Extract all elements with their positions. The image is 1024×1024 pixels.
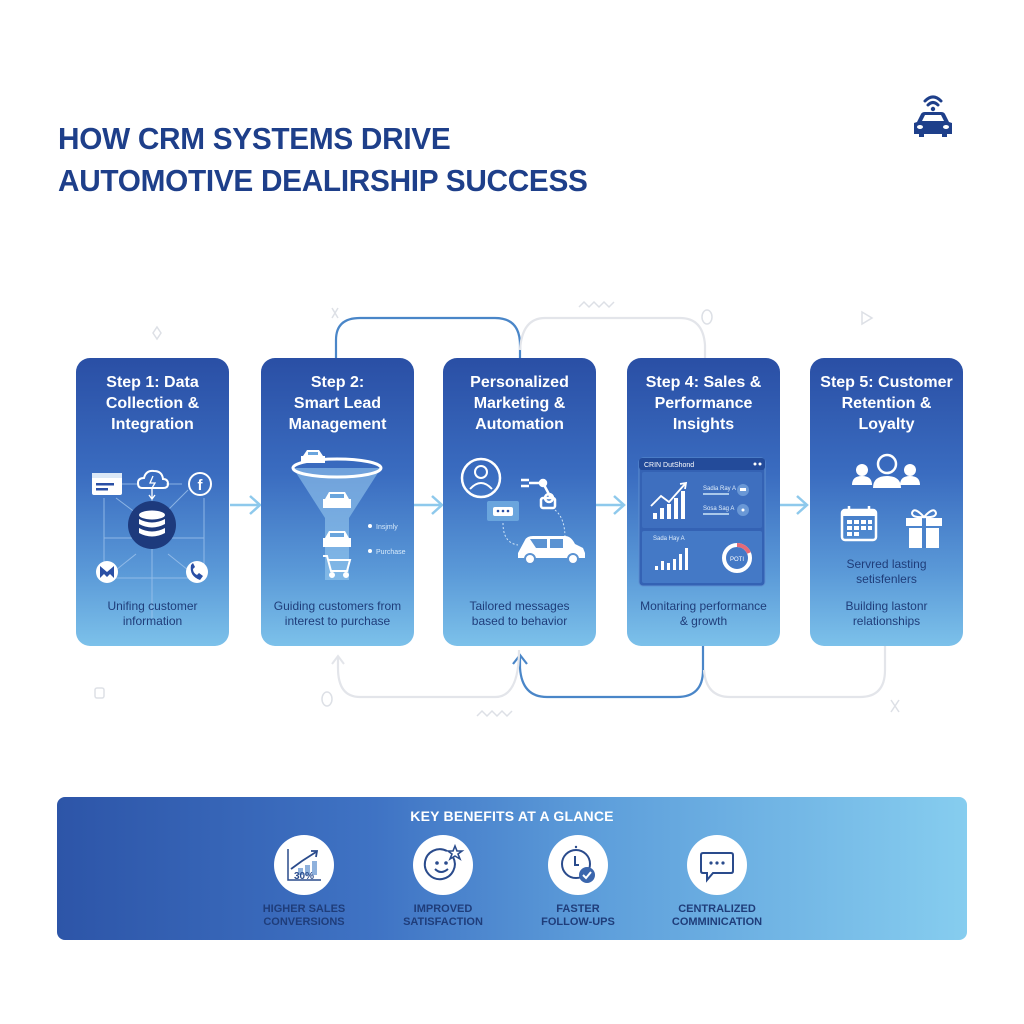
marketing-automation-illustration [460, 457, 585, 565]
arrowhead-step3 [512, 653, 528, 665]
connector-top-step3-step4 [518, 316, 707, 358]
car-icon [518, 536, 585, 565]
decor-diamond [152, 325, 162, 341]
page-title: HOW CRM SYSTEMS DRIVE AUTOMOTIVE DEALIRS… [58, 118, 588, 202]
benefit-item: CENTRALIZED COMMINICATION [657, 835, 777, 929]
connector-top-step2-step3 [334, 316, 522, 358]
decor-play [861, 310, 874, 326]
cloud-icon [136, 469, 170, 489]
shopping-cart-icon [323, 555, 352, 578]
calendar-icon [840, 506, 878, 542]
connector-bottom-step3-step2 [336, 649, 521, 699]
benefit-item: FASTER FOLLOW-UPS [518, 835, 638, 929]
funnel-label-purchase: Purchase [376, 549, 406, 556]
benefit-badge: 30% [294, 871, 314, 882]
svg-text:f: f [198, 477, 204, 494]
step-card-1: Step 1: Data Collection & Integration f [76, 358, 229, 646]
customers-group-icon [852, 453, 920, 488]
lead-funnel-illustration: Insjmly Purchase [291, 450, 406, 580]
step-title: Step 1: Data Collection & Integration [105, 374, 200, 433]
clock-check-icon [561, 845, 595, 883]
car-icon [323, 492, 351, 508]
funnel-label-inquiry: Insjmly [376, 524, 398, 531]
dashboard-title: CRIN DutShond [644, 462, 694, 469]
decor-ring-bottom [321, 691, 333, 707]
user-avatar-icon [460, 457, 502, 499]
dashboard-row2-label: Sosa Sag A [703, 506, 734, 512]
mail-icon [96, 561, 118, 583]
title-line-1: HOW CRM SYSTEMS DRIVE [58, 121, 451, 156]
key-benefits-panel: KEY BENEFITS AT A GLANCE 30% HIGHER SALE… [57, 797, 967, 940]
benefit-label: FASTER FOLLOW-UPS [541, 903, 615, 928]
dashboard-illustration: CRIN DutShond Sadia Ray A Sosa Sag A Sad… [638, 457, 766, 587]
decor-wave-top [578, 300, 615, 309]
bar-chart-icon [655, 548, 688, 570]
step-card-5: Step 5: Customer Retention & Loyalty [810, 358, 963, 646]
arrow-right-icon [777, 495, 809, 515]
step-description: Servred lasting setisfenlers [846, 557, 927, 586]
smiley-star-icon [423, 843, 465, 881]
benefit-item: 30% HIGHER SALES CONVERSIONS [244, 835, 364, 929]
funnel-icon [291, 457, 383, 580]
arrow-right-icon [594, 495, 626, 515]
facebook-icon: f [188, 472, 212, 496]
decor-cross [331, 307, 339, 319]
connector-bottom-step5-step4 [702, 646, 887, 699]
growth-chart-icon: 30% [287, 849, 321, 882]
database-icon [128, 501, 176, 549]
step-description-secondary: Building lastonr relationships [845, 599, 928, 628]
car-icon [301, 450, 325, 463]
benefit-label: HIGHER SALES CONVERSIONS [262, 903, 346, 928]
benefit-label: CENTRALIZED COMMINICATION [671, 903, 763, 928]
retention-illustration [840, 453, 942, 548]
arrow-right-icon [412, 495, 444, 515]
step-card-3: Personalized Marketing & Automation [443, 358, 596, 646]
benefit-label: IMPROVED SATISFACTION [403, 903, 483, 928]
dashboard-panel-label: Sada Hay A [653, 536, 685, 542]
step-title: Personalized Marketing & Automation [470, 374, 569, 433]
phone-icon [186, 561, 208, 583]
step-title: Step 4: Sales & Performance Insights [645, 374, 762, 433]
donut-chart-icon: POTI [722, 543, 752, 573]
car-icon [323, 531, 351, 547]
step-title: Step 2: Smart Lead Management [288, 374, 387, 433]
title-line-2: AUTOMOTIVE DEALIRSHIP SUCCESS [58, 163, 588, 198]
connector-bottom-step4-step3 [518, 646, 705, 699]
chat-bubble-icon [487, 501, 519, 521]
browser-window-icon [92, 473, 122, 495]
step-description: Tailored messages based to behavior [469, 599, 570, 628]
step-card-4: Step 4: Sales & Performance Insights CRI… [627, 358, 780, 646]
benefit-item: IMPROVED SATISFACTION [383, 835, 503, 929]
step-card-2: Step 2: Smart Lead Management Insjmly Pu… [261, 358, 414, 646]
data-integration-illustration: f [92, 469, 212, 618]
decor-wave-bottom [476, 709, 513, 718]
arrowhead-step2 [331, 654, 345, 665]
step-title: Step 5: Customer Retention & Loyalty [820, 374, 953, 433]
step-description: Monitaring performance & growth [640, 599, 767, 628]
dashboard-row1-label: Sadia Ray A [703, 486, 736, 492]
step-description: Unifing customer information [107, 599, 198, 628]
decor-ring-top [701, 309, 713, 325]
step-description: Guiding customers from interest to purch… [273, 599, 402, 628]
donut-label: POTI [730, 557, 744, 563]
gift-icon [906, 509, 942, 548]
decor-cross-bottom [890, 699, 900, 713]
chat-bubble-icon [700, 852, 734, 883]
connected-car-icon [914, 95, 952, 137]
trend-chart-icon [650, 481, 688, 519]
decor-square [94, 687, 105, 699]
robot-arm-icon [521, 478, 557, 510]
arrow-right-icon [230, 495, 262, 515]
benefits-title: KEY BENEFITS AT A GLANCE [410, 808, 614, 824]
